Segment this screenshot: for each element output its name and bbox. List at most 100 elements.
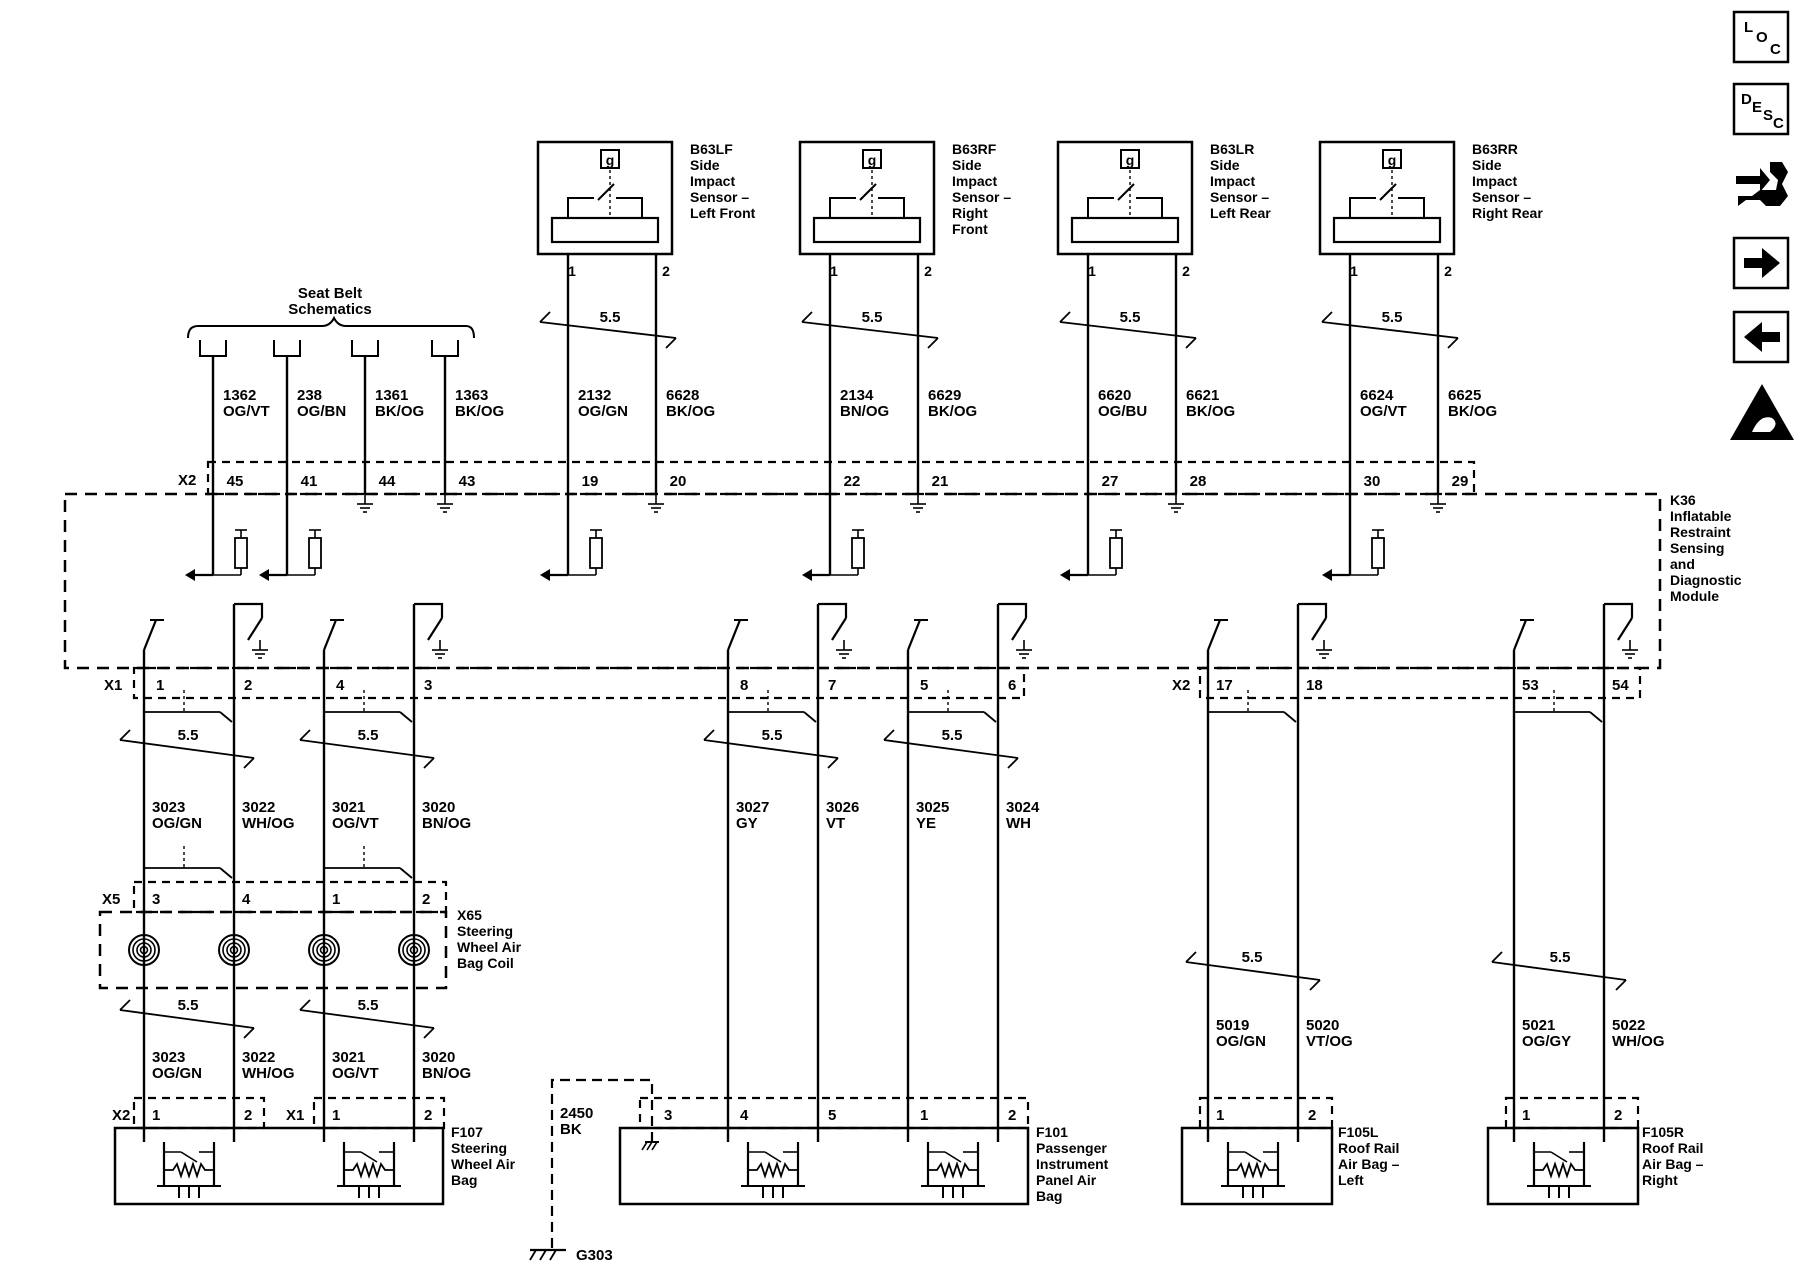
shorting-bar bbox=[908, 690, 997, 723]
wire-color: BK/OG bbox=[1448, 403, 1497, 420]
wire-color: OG/BN bbox=[297, 403, 346, 420]
mid-wire-color: GY bbox=[736, 815, 758, 832]
ground-color: BK bbox=[560, 1121, 582, 1138]
k36-deploy-pair-5 bbox=[1206, 602, 1333, 698]
loc-letter-l: L bbox=[1744, 19, 1753, 36]
connector-pin: 27 bbox=[1102, 473, 1119, 490]
lower-wire-circuit: 5020 bbox=[1306, 1017, 1339, 1034]
gauge-f107-b: 5.5 bbox=[299, 997, 435, 1039]
sensor-desc-line3: Sensor – bbox=[1210, 189, 1269, 205]
connector-end-view-button[interactable] bbox=[1736, 162, 1788, 206]
mid-wire-color: WH/OG bbox=[242, 815, 295, 832]
x65-steering-wheel-coil[interactable]: X5 X65 Steering Wheel Air Bag Coil bbox=[98, 880, 522, 990]
air-bag-squib-icon bbox=[1219, 1140, 1287, 1200]
f105r-roof-rail-air-bag-right[interactable]: F105R Roof Rail Air Bag – Right bbox=[1486, 1096, 1704, 1206]
sensor-desc-line4: Left Rear bbox=[1210, 205, 1271, 221]
lower-wire-circuit: 5019 bbox=[1216, 1017, 1249, 1034]
f107-x1-label: X1 bbox=[286, 1107, 304, 1124]
x2-pin-53: 53 bbox=[1522, 677, 1539, 694]
f107-pin: 1 bbox=[332, 1107, 340, 1124]
f105l-pin: 1 bbox=[1216, 1107, 1224, 1124]
gauge-f107-b-label: 5.5 bbox=[358, 997, 379, 1014]
f101-pin: 5 bbox=[828, 1107, 836, 1124]
k36-name-line4: and bbox=[1670, 556, 1695, 572]
desc-letter-s: S bbox=[1763, 107, 1773, 124]
connector-pin: 20 bbox=[670, 473, 687, 490]
gauge-b63rr: 5.5 bbox=[1321, 309, 1459, 349]
arrow-right-icon bbox=[1744, 248, 1780, 278]
f107-pin: 1 bbox=[152, 1107, 160, 1124]
x1-pin-6: 6 bbox=[1008, 677, 1016, 694]
sensor-desc-line2: Impact bbox=[1210, 173, 1255, 189]
lower-wire-color: OG/VT bbox=[332, 1065, 379, 1082]
wire-color: BN/OG bbox=[840, 403, 889, 420]
connector-pin: 28 bbox=[1190, 473, 1207, 490]
f101-passenger-instrument-panel-air-bag[interactable]: F101 Passenger Instrument Panel Air Bag bbox=[618, 1096, 1109, 1206]
ground-g303[interactable]: 2450 BK G303 bbox=[529, 1078, 659, 1264]
k36-deploy-pair-3 bbox=[726, 602, 853, 698]
seat-belt-schematics-reference[interactable]: Seat Belt Schematics bbox=[187, 285, 475, 357]
mid-wire-color: WH bbox=[1006, 815, 1031, 832]
gauge-x1-passenger-a: 5.5 bbox=[703, 727, 839, 769]
f105l-line2: Air Bag – bbox=[1338, 1156, 1400, 1172]
gauge-b63rr-label: 5.5 bbox=[1382, 309, 1403, 326]
gauge-f105r-label: 5.5 bbox=[1550, 949, 1571, 966]
sensor-desc-line3: Sensor – bbox=[952, 189, 1011, 205]
lower-wire-color: VT/OG bbox=[1306, 1033, 1353, 1050]
connector-pin: 19 bbox=[582, 473, 599, 490]
desc-button[interactable]: D E S C bbox=[1732, 82, 1790, 136]
f105l-pin: 2 bbox=[1308, 1107, 1316, 1124]
sensor-desc-line1: Side bbox=[1472, 157, 1502, 173]
arrow-left-icon bbox=[1744, 322, 1780, 352]
seat-belt-label-line2: Schematics bbox=[288, 301, 371, 318]
sensor-id: B63RR bbox=[1472, 141, 1518, 157]
f101-line4: Bag bbox=[1036, 1188, 1062, 1204]
gauge-f105l-label: 5.5 bbox=[1242, 949, 1263, 966]
f107-line1: Steering bbox=[451, 1140, 507, 1156]
f105r-line2: Air Bag – bbox=[1642, 1156, 1704, 1172]
f105l-roof-rail-air-bag-left[interactable]: F105L Roof Rail Air Bag – Left bbox=[1180, 1096, 1400, 1206]
k36-deploy-pair-6 bbox=[1512, 602, 1639, 698]
f107-steering-wheel-air-bag[interactable]: X2 X1 F107 Steering Wheel Air Bag bbox=[112, 1096, 516, 1206]
wire-color: BK/OG bbox=[1186, 403, 1235, 420]
gauge-x1-passenger-b: 5.5 bbox=[883, 727, 1019, 769]
shorting-bar bbox=[144, 690, 233, 723]
x2-pin-18: 18 bbox=[1306, 677, 1323, 694]
loc-button[interactable]: L O C bbox=[1732, 10, 1790, 64]
wire-circuit: 2132 bbox=[578, 387, 611, 404]
sensor-id: B63LF bbox=[690, 141, 733, 157]
sensor-desc-line2: Impact bbox=[1472, 173, 1517, 189]
f107-line3: Bag bbox=[451, 1172, 477, 1188]
loc-letter-c: C bbox=[1770, 41, 1781, 58]
connector-pin: 45 bbox=[227, 473, 244, 490]
x65-line3: Bag Coil bbox=[457, 955, 514, 971]
f105r-line1: Roof Rail bbox=[1642, 1140, 1703, 1156]
mid-wire-circuit: 3021 bbox=[332, 799, 365, 816]
shorting-bar bbox=[324, 846, 413, 879]
connector-pin: 29 bbox=[1452, 473, 1469, 490]
sensor-desc-line1: Side bbox=[952, 157, 982, 173]
k36-name-line2: Restraint bbox=[1670, 524, 1731, 540]
f101-line2: Instrument bbox=[1036, 1156, 1109, 1172]
lower-wire-circuit: 3021 bbox=[332, 1049, 365, 1066]
wire-circuit: 6620 bbox=[1098, 387, 1131, 404]
k36-id: K36 bbox=[1670, 492, 1696, 508]
mid-wire-color: VT bbox=[826, 815, 845, 832]
shorting-bar bbox=[324, 690, 413, 723]
gauge-x1-steering-b: 5.5 bbox=[299, 727, 435, 769]
k36-name-line5: Diagnostic bbox=[1670, 572, 1742, 588]
next-page-button[interactable] bbox=[1732, 236, 1790, 290]
gauge-b63lr: 5.5 bbox=[1059, 309, 1197, 349]
wire-color: BK/OG bbox=[928, 403, 977, 420]
f107-line2: Wheel Air bbox=[451, 1156, 516, 1172]
previous-page-button[interactable] bbox=[1732, 310, 1790, 364]
wire-circuit: 1361 bbox=[375, 387, 408, 404]
wire-circuit: 6628 bbox=[666, 387, 699, 404]
